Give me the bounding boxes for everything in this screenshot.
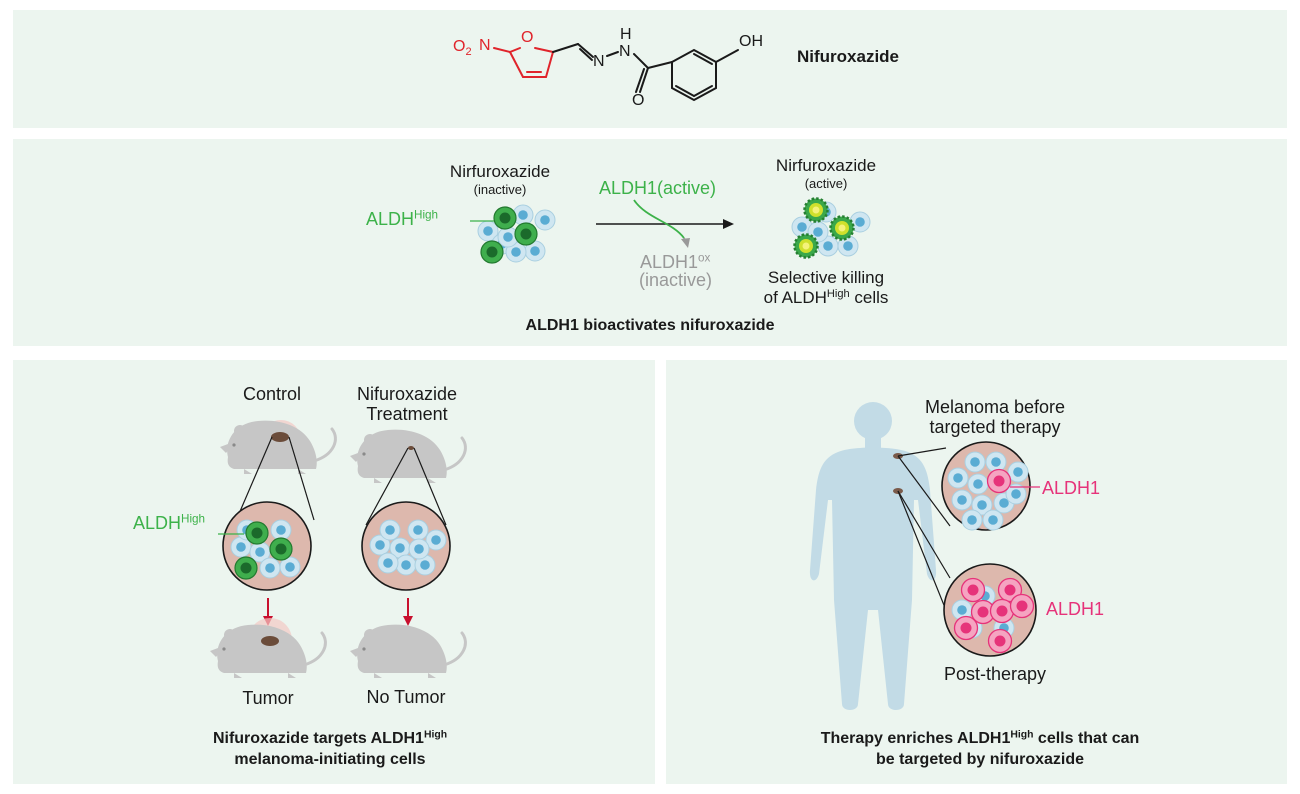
left-title: Nirfuroxazide [449, 162, 551, 181]
enzyme-active-label: ALDH1(active) [599, 178, 717, 198]
patient-caption-line1: Therapy enriches ALDH1High cells that ca… [820, 729, 1140, 747]
structure-panel [13, 10, 1287, 128]
post-therapy-zoom-circle [943, 563, 1037, 657]
aldh-high-label-mouse: ALDHHigh [133, 512, 206, 533]
treatment-label-line2: Treatment [366, 404, 448, 424]
tumor-label: Tumor [242, 688, 294, 708]
human-silhouette [809, 402, 937, 710]
nifuroxazide-structure [493, 43, 739, 102]
molecule-name: Nifuroxazide [797, 47, 900, 66]
mouse-caption-line2: melanoma-initiating cells [234, 751, 426, 768]
outcome-arrows [263, 598, 413, 626]
enzyme-curve-arrowhead [681, 238, 690, 248]
inactive-cell-cluster [477, 204, 556, 264]
reaction-arrow [596, 219, 734, 229]
struct-o2n: O2 [453, 38, 472, 59]
active-cell-cluster [791, 197, 871, 259]
killing-line2: of ALDHHigh cells [763, 287, 889, 307]
no-tumor-mouse [348, 623, 467, 680]
enzyme-ox-state: (inactive) [639, 270, 713, 290]
right-title: Nirfuroxazide [775, 156, 877, 175]
treatment-label-line1: Nifuroxazide [356, 384, 458, 404]
killing-line1: Selective killing [767, 268, 885, 287]
struct-n-nitro: N [479, 37, 491, 54]
aldh1-label-bottom: ALDH1 [1046, 599, 1105, 619]
before-therapy-zoom-circle [941, 441, 1031, 531]
control-label: Control [242, 384, 302, 404]
enzyme-curve-active [633, 199, 685, 239]
struct-n-amide: N [619, 43, 631, 60]
bioactivation-caption: ALDH1 bioactivates nifuroxazide [525, 317, 775, 334]
before-therapy-line2: targeted therapy [929, 417, 1061, 437]
control-mouse [218, 419, 337, 476]
struct-oh: OH [739, 33, 763, 50]
treatment-mouse [348, 428, 467, 485]
no-tumor-label: No Tumor [366, 687, 446, 707]
control-zoom-circle [222, 501, 312, 591]
bioactivation-panel [13, 139, 1287, 346]
before-therapy-line1: Melanoma before [924, 397, 1066, 417]
patient-zoom-lines [897, 447, 959, 641]
treatment-zoom-circle [361, 501, 451, 591]
struct-o-carbonyl: O [632, 92, 645, 109]
tumor-mouse [208, 618, 327, 680]
mouse-caption-line1: Nifuroxazide targets ALDH1High [212, 729, 448, 747]
struct-h-amide: H [620, 26, 632, 43]
patient-caption-line2: be targeted by nifuroxazide [875, 751, 1085, 768]
right-subtitle: (active) [804, 176, 848, 191]
aldh-high-label: ALDHHigh [366, 208, 439, 229]
struct-o-furan: O [521, 29, 534, 46]
post-therapy-label: Post-therapy [943, 664, 1047, 684]
aldh1-label-top: ALDH1 [1042, 478, 1101, 498]
left-subtitle: (inactive) [473, 182, 527, 197]
struct-n-imine: N [593, 53, 605, 70]
enzyme-ox-label: ALDH1ox [640, 251, 711, 272]
